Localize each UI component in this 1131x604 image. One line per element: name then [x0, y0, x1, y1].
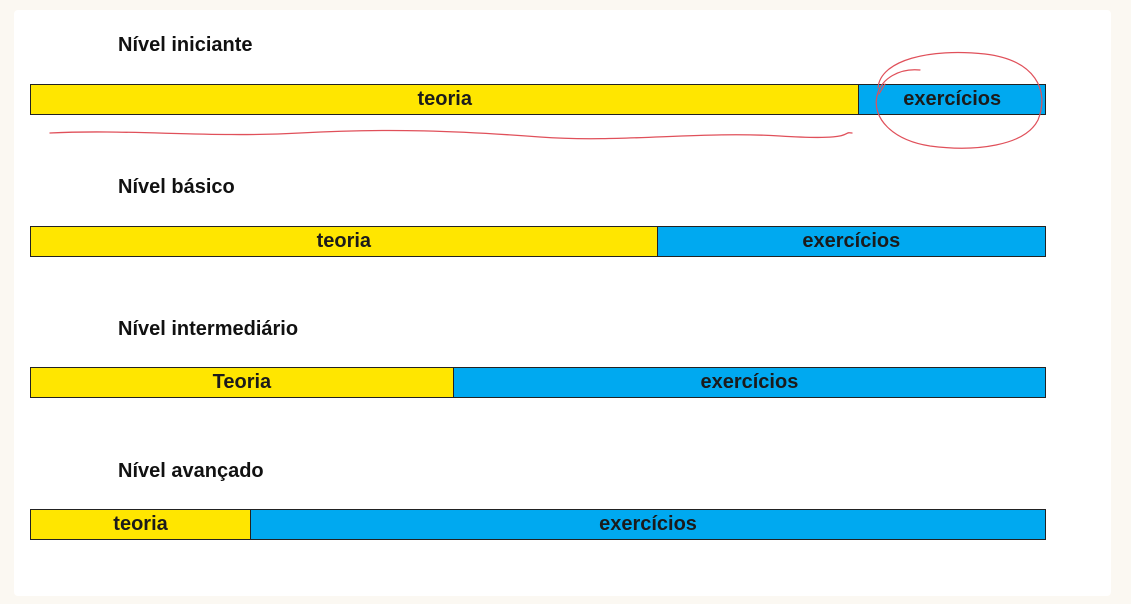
- proportion-bar: teoria exercícios: [30, 226, 1046, 257]
- level-title: Nível avançado: [118, 460, 264, 482]
- proportion-bar: Teoria exercícios: [30, 367, 1046, 398]
- proportion-bar: teoria exercícios: [30, 509, 1046, 540]
- exercicios-segment: exercícios: [657, 227, 1045, 256]
- proportion-bar: teoria exercícios: [30, 84, 1046, 115]
- slide-canvas: Nível iniciante teoria exercícios Nível …: [14, 10, 1111, 596]
- exercicios-segment: exercícios: [859, 85, 1045, 114]
- teoria-segment: Teoria: [31, 368, 454, 397]
- level-title: Nível básico: [118, 176, 235, 198]
- teoria-segment: teoria: [31, 227, 658, 256]
- level-title: Nível intermediário: [118, 318, 299, 340]
- level-title: Nível iniciante: [118, 34, 253, 56]
- teoria-segment: teoria: [31, 85, 860, 114]
- teoria-segment: teoria: [31, 510, 252, 539]
- exercicios-segment: exercícios: [251, 510, 1045, 539]
- exercicios-segment: exercícios: [453, 368, 1045, 397]
